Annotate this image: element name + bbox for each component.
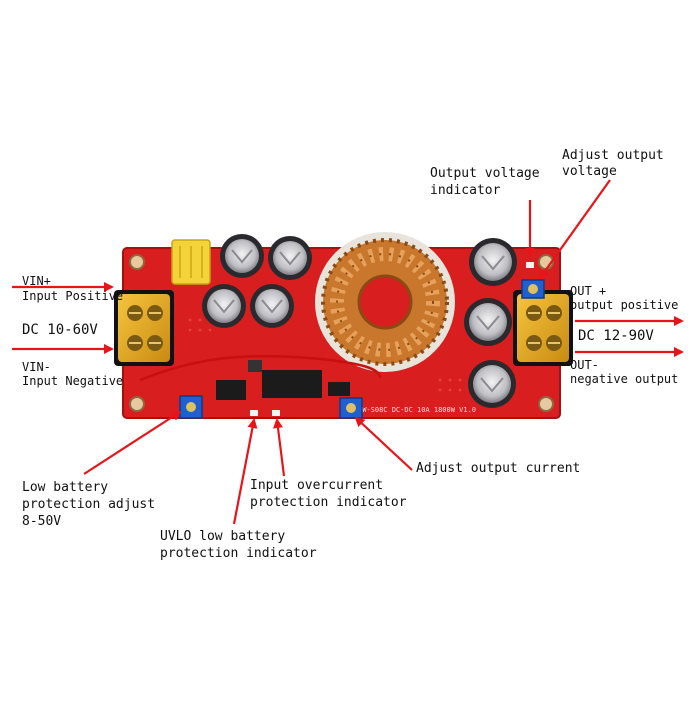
adjust-current-arrow bbox=[354, 416, 413, 471]
input-overcurrent-label-2: protection indicator bbox=[250, 495, 407, 510]
vin-plus-label: VIN+ bbox=[22, 274, 51, 288]
terminal-block-icon bbox=[513, 290, 573, 366]
uvlo-arrow bbox=[232, 418, 258, 525]
low-battery-range: 8-50V bbox=[22, 514, 62, 529]
mounting-hole-icon bbox=[129, 254, 554, 412]
output-voltage-indicator-label-2: indicator bbox=[430, 183, 501, 198]
vin-plus-sublabel: Input Positive bbox=[22, 289, 124, 303]
out-minus-sublabel: negative output bbox=[570, 372, 679, 386]
output-voltage-indicator-label: Output voltage bbox=[430, 166, 540, 181]
vin-minus-sublabel: Input Negative bbox=[22, 374, 124, 388]
inductor-coil-icon bbox=[315, 232, 455, 372]
low-battery-label: Low battery bbox=[22, 480, 109, 495]
adjust-output-current-label: Adjust output current bbox=[416, 461, 581, 476]
dc-output-range: DC 12-90V bbox=[578, 328, 654, 344]
low-batt-arrow bbox=[83, 410, 182, 475]
led-icon bbox=[250, 262, 534, 416]
potentiometer-icon bbox=[179, 279, 545, 419]
uvlo-label: UVLO low battery bbox=[160, 529, 286, 544]
wire bbox=[139, 354, 382, 382]
ic-chip-icon bbox=[216, 360, 350, 400]
adjust-output-voltage-label-2: voltage bbox=[562, 164, 617, 179]
adjust-output-voltage-label: Adjust output bbox=[562, 148, 664, 163]
out-minus-label: OUT- bbox=[570, 358, 599, 372]
uvlo-label-2: protection indicator bbox=[160, 546, 317, 561]
annotation-arrows bbox=[12, 179, 684, 525]
out-plus-label: OUT + bbox=[570, 284, 607, 298]
fuse-icon bbox=[171, 239, 211, 285]
vin-minus-label: VIN- bbox=[22, 360, 51, 374]
input-overcurrent-label: Input overcurrent bbox=[250, 478, 384, 493]
out-plus-sublabel: output positive bbox=[570, 298, 679, 312]
silkscreen-text: HW-S08C DC-DC 10A 1800W V1.0 bbox=[358, 406, 476, 414]
terminal-block-icon bbox=[114, 290, 174, 366]
dc-input-range: DC 10-60V bbox=[22, 322, 98, 338]
low-battery-label-2: protection adjust bbox=[22, 497, 156, 512]
capacitor-icon bbox=[464, 238, 517, 408]
capacitor-icon bbox=[202, 234, 312, 328]
input-oc-arrow bbox=[273, 418, 286, 477]
adjust-volt-arrow bbox=[538, 179, 611, 280]
